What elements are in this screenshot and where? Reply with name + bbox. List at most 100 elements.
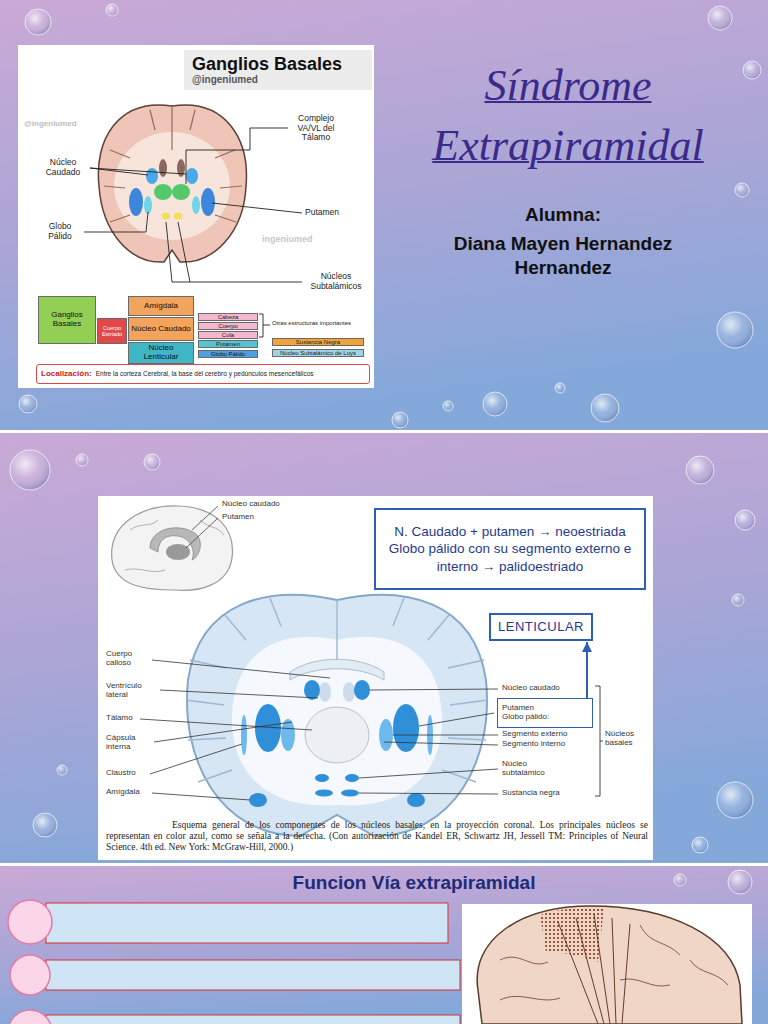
student-label: Alumna:	[408, 204, 718, 225]
leader-line	[154, 722, 292, 742]
bullet-circle	[10, 955, 50, 995]
structure-label: Núcleo Caudado	[36, 158, 90, 177]
slide-title: Síndrome Extrapiramidal	[398, 56, 738, 176]
structure-label: Núcleo subtalámico	[502, 760, 556, 778]
title-banner: Ganglios Basales@ingeniumed	[184, 50, 372, 90]
water-bubble	[392, 412, 408, 428]
box-text: Ganglios Basales	[41, 311, 93, 329]
watermark: @ingeniumed	[24, 120, 77, 129]
picture-panel	[98, 496, 653, 860]
coronal-brain	[305, 707, 369, 763]
slide-ground	[0, 866, 768, 1024]
water-bubble	[735, 183, 749, 197]
coronal-brain	[144, 196, 152, 214]
leader-line	[160, 690, 318, 698]
water-bubble	[686, 456, 714, 484]
coronal-brain	[186, 168, 198, 184]
structure-label: Cuerpo calloso	[106, 650, 152, 668]
water-bubble	[735, 510, 755, 530]
slide-ground	[0, 0, 768, 430]
figure-caption: Esquema general de los componentes de lo…	[106, 820, 648, 853]
slide-ground	[0, 433, 768, 863]
slide-heading: Funcion Vía extrapiramidal	[214, 872, 614, 893]
box-text: Localización:	[41, 370, 92, 379]
leader-line	[186, 506, 218, 548]
coronal-brain	[241, 715, 247, 755]
leader-line	[140, 719, 312, 730]
water-bubble	[732, 594, 744, 606]
sagittal-brain	[112, 506, 233, 590]
picture-panel	[462, 904, 752, 1024]
box-text: Núcleo Subtalámico de Luys	[280, 350, 356, 356]
box-text: Amígdala	[144, 302, 178, 311]
structure-label: Putamen	[305, 208, 339, 218]
leader-line	[140, 660, 498, 800]
table-cell: Cuerpo	[198, 322, 258, 330]
student-name: Diana Mayen Hernandez Hernandez	[408, 232, 718, 280]
coronal-brain	[354, 680, 370, 700]
coronal-brain	[162, 213, 170, 220]
box-subtext: Globo pálido:	[502, 713, 549, 722]
structure-label: Complejo VA/VL del Tálamo	[290, 114, 342, 143]
coronal-brain	[159, 159, 167, 177]
leader-line	[212, 203, 302, 213]
bullet-circle	[8, 1010, 52, 1024]
leader-line	[152, 660, 330, 678]
coronal-brain	[290, 659, 384, 680]
water-bubble	[33, 813, 57, 837]
coronal-brain	[341, 790, 359, 797]
box-text: N. Caudado + putamen → neoestriada	[394, 523, 626, 541]
lateral-brain	[477, 906, 742, 1024]
water-bubble	[19, 395, 37, 413]
water-bubble	[555, 383, 565, 393]
empty-text-bar	[46, 903, 460, 1024]
sagittal-brain	[150, 528, 200, 560]
table-cell: Cuerpo Estriado	[97, 318, 127, 344]
table-cell: Cabeza	[198, 313, 258, 321]
box-text: Cuerpo	[218, 323, 238, 329]
coronal-brain	[393, 704, 419, 752]
watermark: ingeniumed	[262, 234, 313, 244]
coronal-brain	[343, 682, 355, 702]
leader-line	[186, 128, 288, 184]
water-bubble	[692, 837, 708, 853]
water-bubble	[25, 9, 51, 35]
lateral-brain	[477, 906, 742, 1024]
water-bubble	[717, 312, 753, 348]
water-bubble	[708, 6, 732, 30]
bracket	[595, 686, 603, 796]
coronal-brain	[232, 637, 442, 806]
structure-label: Sustancia negra	[502, 789, 560, 798]
water-bubble	[743, 61, 761, 79]
box-text: Cola	[222, 332, 234, 338]
water-bubble	[10, 450, 50, 490]
coronal-brain	[174, 213, 182, 220]
structure-label: Segmento interno	[502, 740, 565, 749]
box-text: Sustancia Negra	[296, 339, 340, 345]
sagittal-brain	[112, 506, 233, 590]
coronal-brain	[186, 598, 488, 782]
structure-label: Segmento externo	[502, 730, 567, 739]
coronal-brain	[187, 595, 487, 836]
leader-line	[166, 222, 302, 282]
coronal-brain	[281, 719, 295, 751]
coronal-brain	[154, 184, 172, 200]
table-cell: Putamen	[198, 340, 258, 348]
coronal-brain	[345, 774, 359, 782]
leader-line	[152, 793, 250, 800]
water-bubble	[10, 4, 761, 894]
leader-line	[192, 506, 218, 530]
empty-text-bar	[46, 903, 448, 943]
coronal-brain	[304, 680, 320, 700]
coronal-brain	[379, 719, 393, 751]
structure-label: Cápsula interna	[106, 734, 152, 752]
box-text: LENTICULAR	[498, 620, 584, 635]
structure-label: Núcleo caudado	[502, 684, 560, 693]
water-bubble	[728, 870, 752, 894]
coronal-brain	[98, 105, 246, 262]
highlight-box: PutamenGlobo pálido:	[497, 698, 593, 728]
structure-label: Núcleo caudado	[222, 500, 280, 509]
sagittal-brain	[166, 544, 190, 560]
structure-label: Putamen	[222, 513, 254, 522]
structure-label: Ventrículo lateral	[106, 682, 158, 700]
